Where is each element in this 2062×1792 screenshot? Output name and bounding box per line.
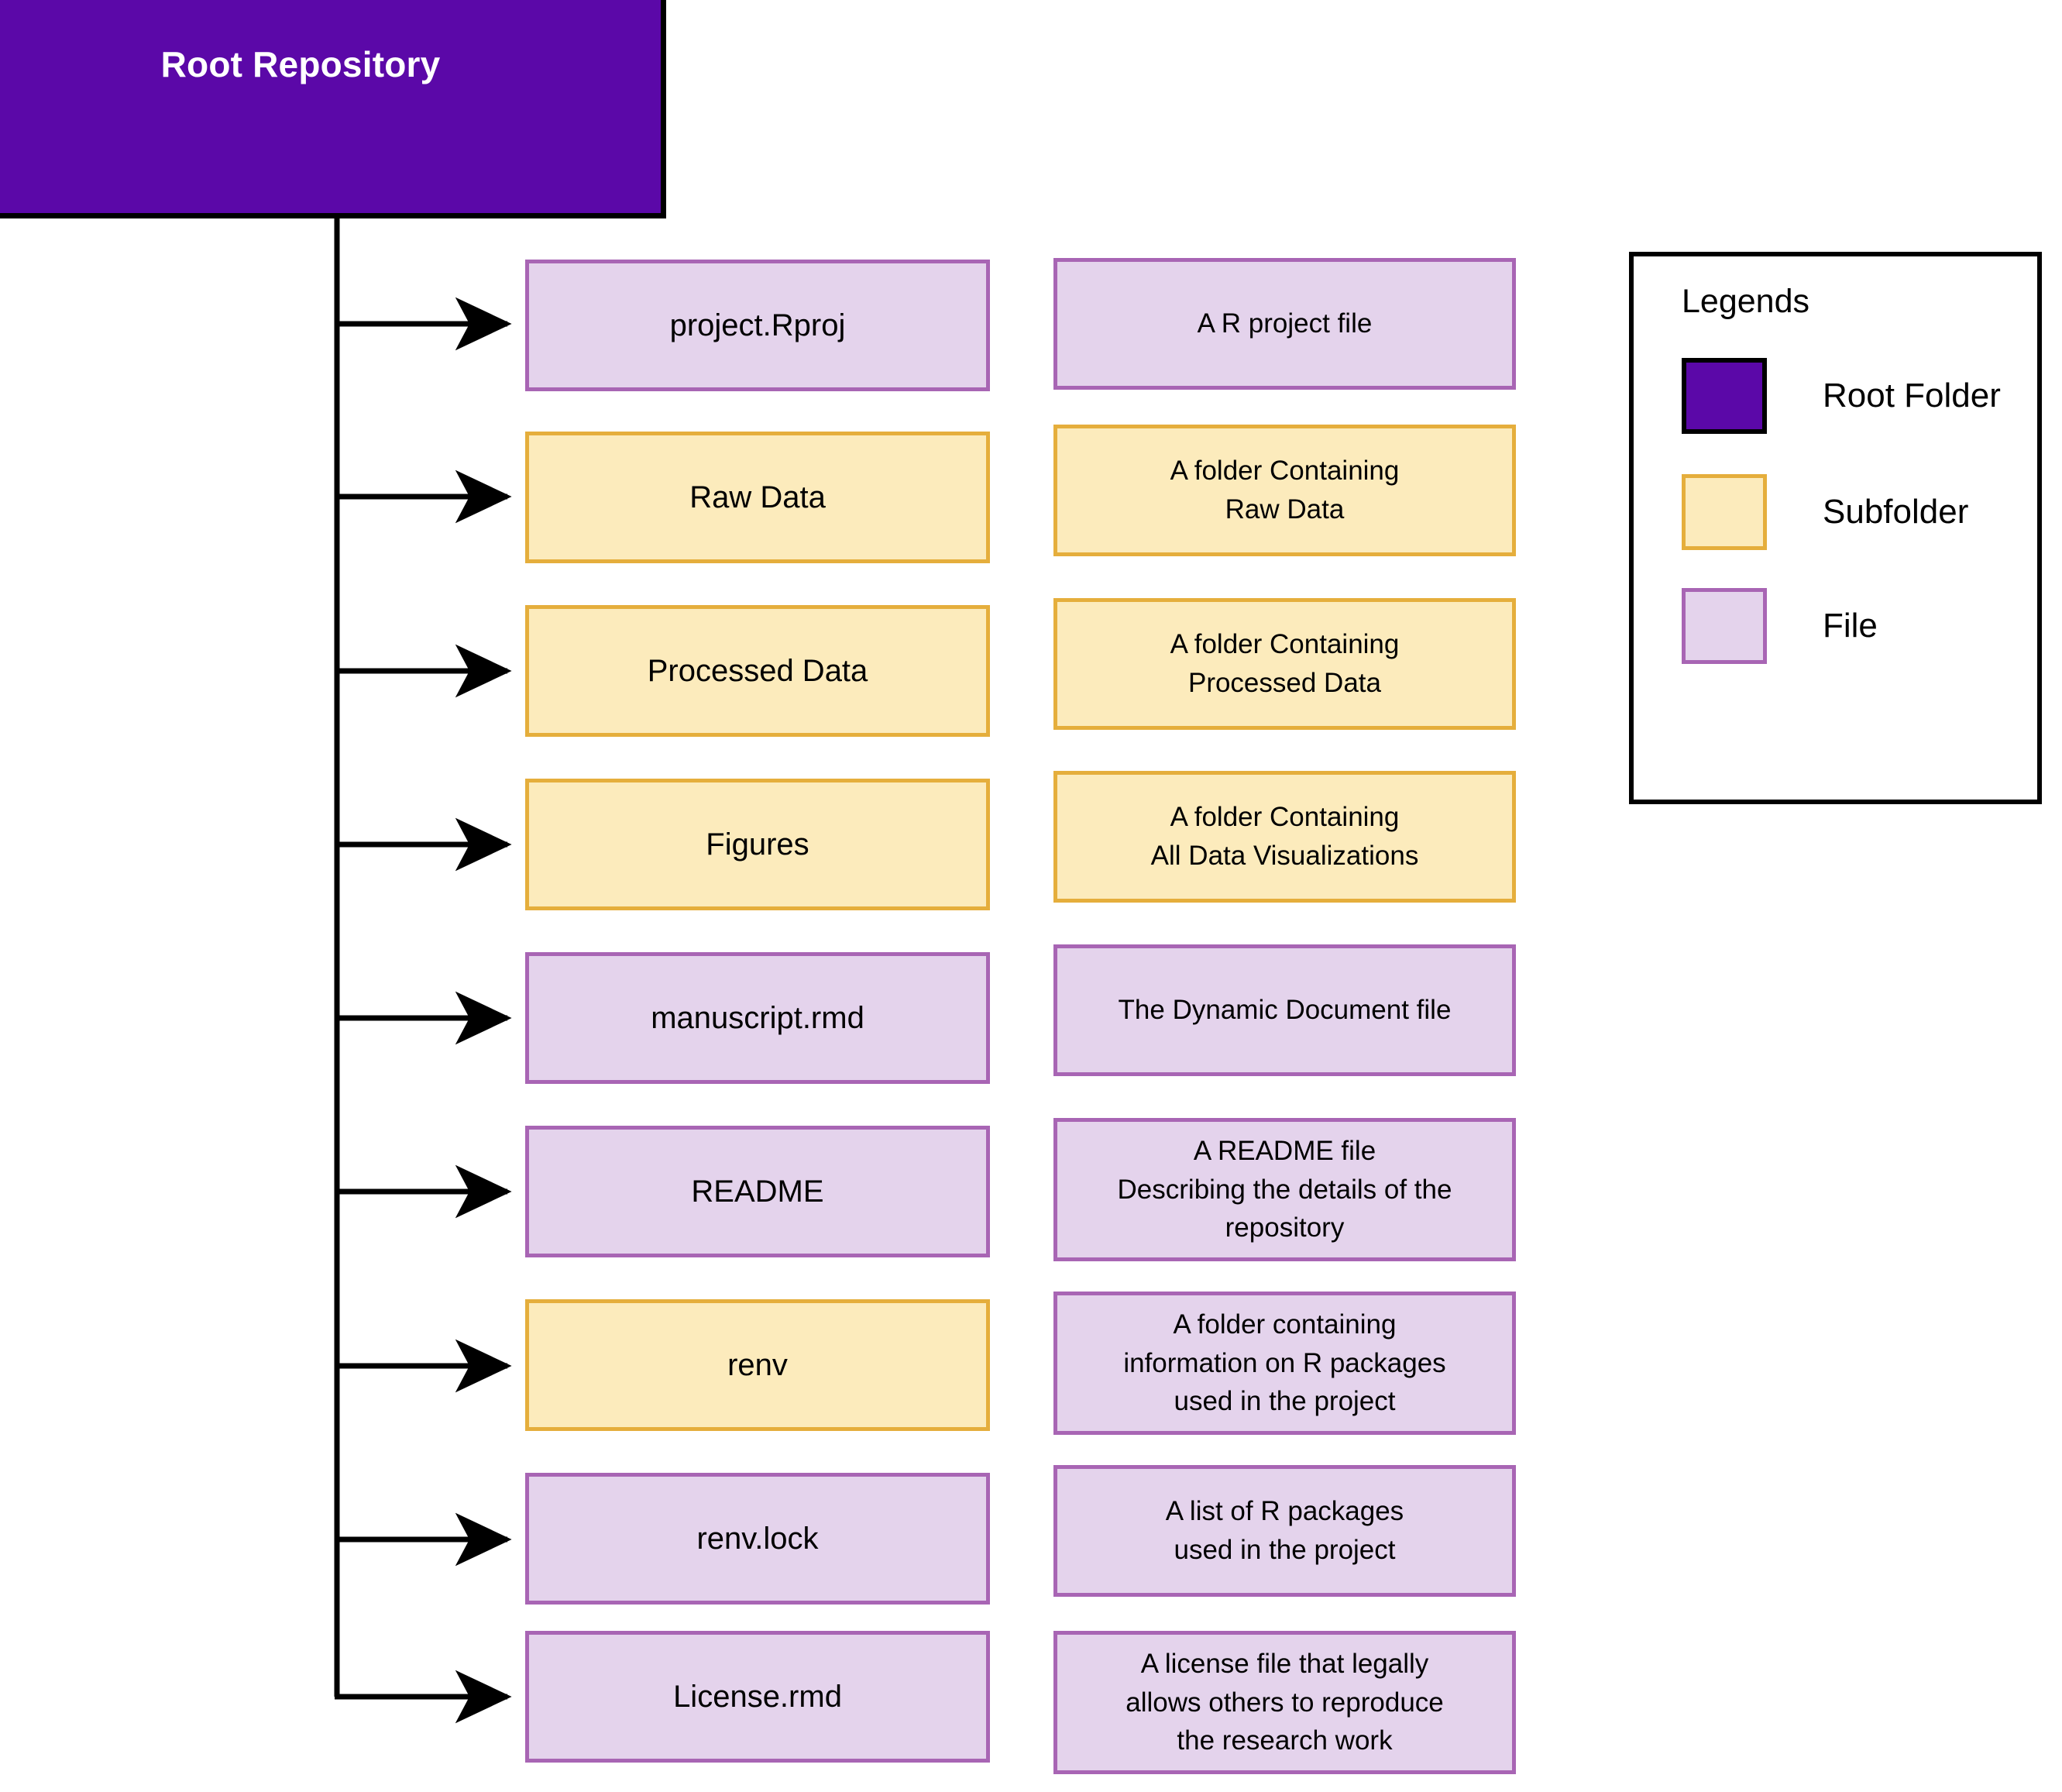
subfolder-swatch-icon <box>1682 474 1767 550</box>
desc-label: A README file Describing the details of … <box>1117 1135 1452 1243</box>
node-label: renv.lock <box>696 1521 819 1556</box>
node-project-rproj[interactable]: project.Rproj <box>525 260 990 391</box>
desc-label: A folder Containing Raw Data <box>1170 456 1400 525</box>
desc-figures: A folder Containing All Data Visualizati… <box>1053 771 1516 903</box>
legend-title: Legends <box>1682 283 1809 320</box>
node-label: License.rmd <box>673 1679 842 1714</box>
desc-project-rproj: A R project file <box>1053 258 1516 390</box>
desc-label: A R project file <box>1197 308 1373 339</box>
node-figures[interactable]: Figures <box>525 779 990 910</box>
node-label: Raw Data <box>689 480 826 514</box>
legend-item-subfolder: Subfolder <box>1682 474 1968 550</box>
desc-processed-data: A folder Containing Processed Data <box>1053 598 1516 730</box>
file-swatch-icon <box>1682 588 1767 664</box>
node-label: Processed Data <box>647 653 868 688</box>
node-label: manuscript.rmd <box>651 1000 864 1035</box>
node-manuscript-rmd[interactable]: manuscript.rmd <box>525 952 990 1084</box>
node-label: Figures <box>706 827 809 862</box>
desc-label: A license file that legally allows other… <box>1126 1648 1444 1756</box>
desc-readme: A README file Describing the details of … <box>1053 1118 1516 1261</box>
legend-item-label: Subfolder <box>1823 493 1969 531</box>
desc-license-rmd: A license file that legally allows other… <box>1053 1631 1516 1774</box>
desc-renv-lock: A list of R packages used in the project <box>1053 1465 1516 1597</box>
legend-item-label: Root Folder <box>1823 377 2001 414</box>
root-folder-swatch-icon <box>1682 358 1767 434</box>
legend-panel: Legends Root Folder Subfolder File <box>1629 252 2042 804</box>
desc-label: A folder Containing Processed Data <box>1170 629 1400 698</box>
node-renv-lock[interactable]: renv.lock <box>525 1473 990 1605</box>
desc-label: The Dynamic Document file <box>1118 995 1452 1026</box>
desc-manuscript-rmd: The Dynamic Document file <box>1053 944 1516 1076</box>
desc-label: A folder containing information on R pac… <box>1123 1309 1446 1417</box>
desc-label: A folder Containing All Data Visualizati… <box>1150 802 1419 871</box>
node-label: renv <box>727 1347 788 1382</box>
root-repository-label: Root Repository <box>160 44 441 84</box>
node-renv[interactable]: renv <box>525 1299 990 1431</box>
legend-item-label: File <box>1823 607 1878 645</box>
node-processed-data[interactable]: Processed Data <box>525 605 990 737</box>
legend-item-root-folder: Root Folder <box>1682 358 2001 434</box>
node-label: README <box>691 1174 824 1209</box>
node-license-rmd[interactable]: License.rmd <box>525 1631 990 1763</box>
node-label: project.Rproj <box>669 308 846 342</box>
legend-item-file: File <box>1682 588 1878 664</box>
desc-renv: A folder containing information on R pac… <box>1053 1292 1516 1435</box>
desc-label: A list of R packages used in the project <box>1165 1496 1404 1565</box>
node-readme[interactable]: README <box>525 1126 990 1257</box>
desc-raw-data: A folder Containing Raw Data <box>1053 425 1516 556</box>
node-raw-data[interactable]: Raw Data <box>525 432 990 563</box>
root-repository-node[interactable]: Root Repository <box>0 0 666 218</box>
